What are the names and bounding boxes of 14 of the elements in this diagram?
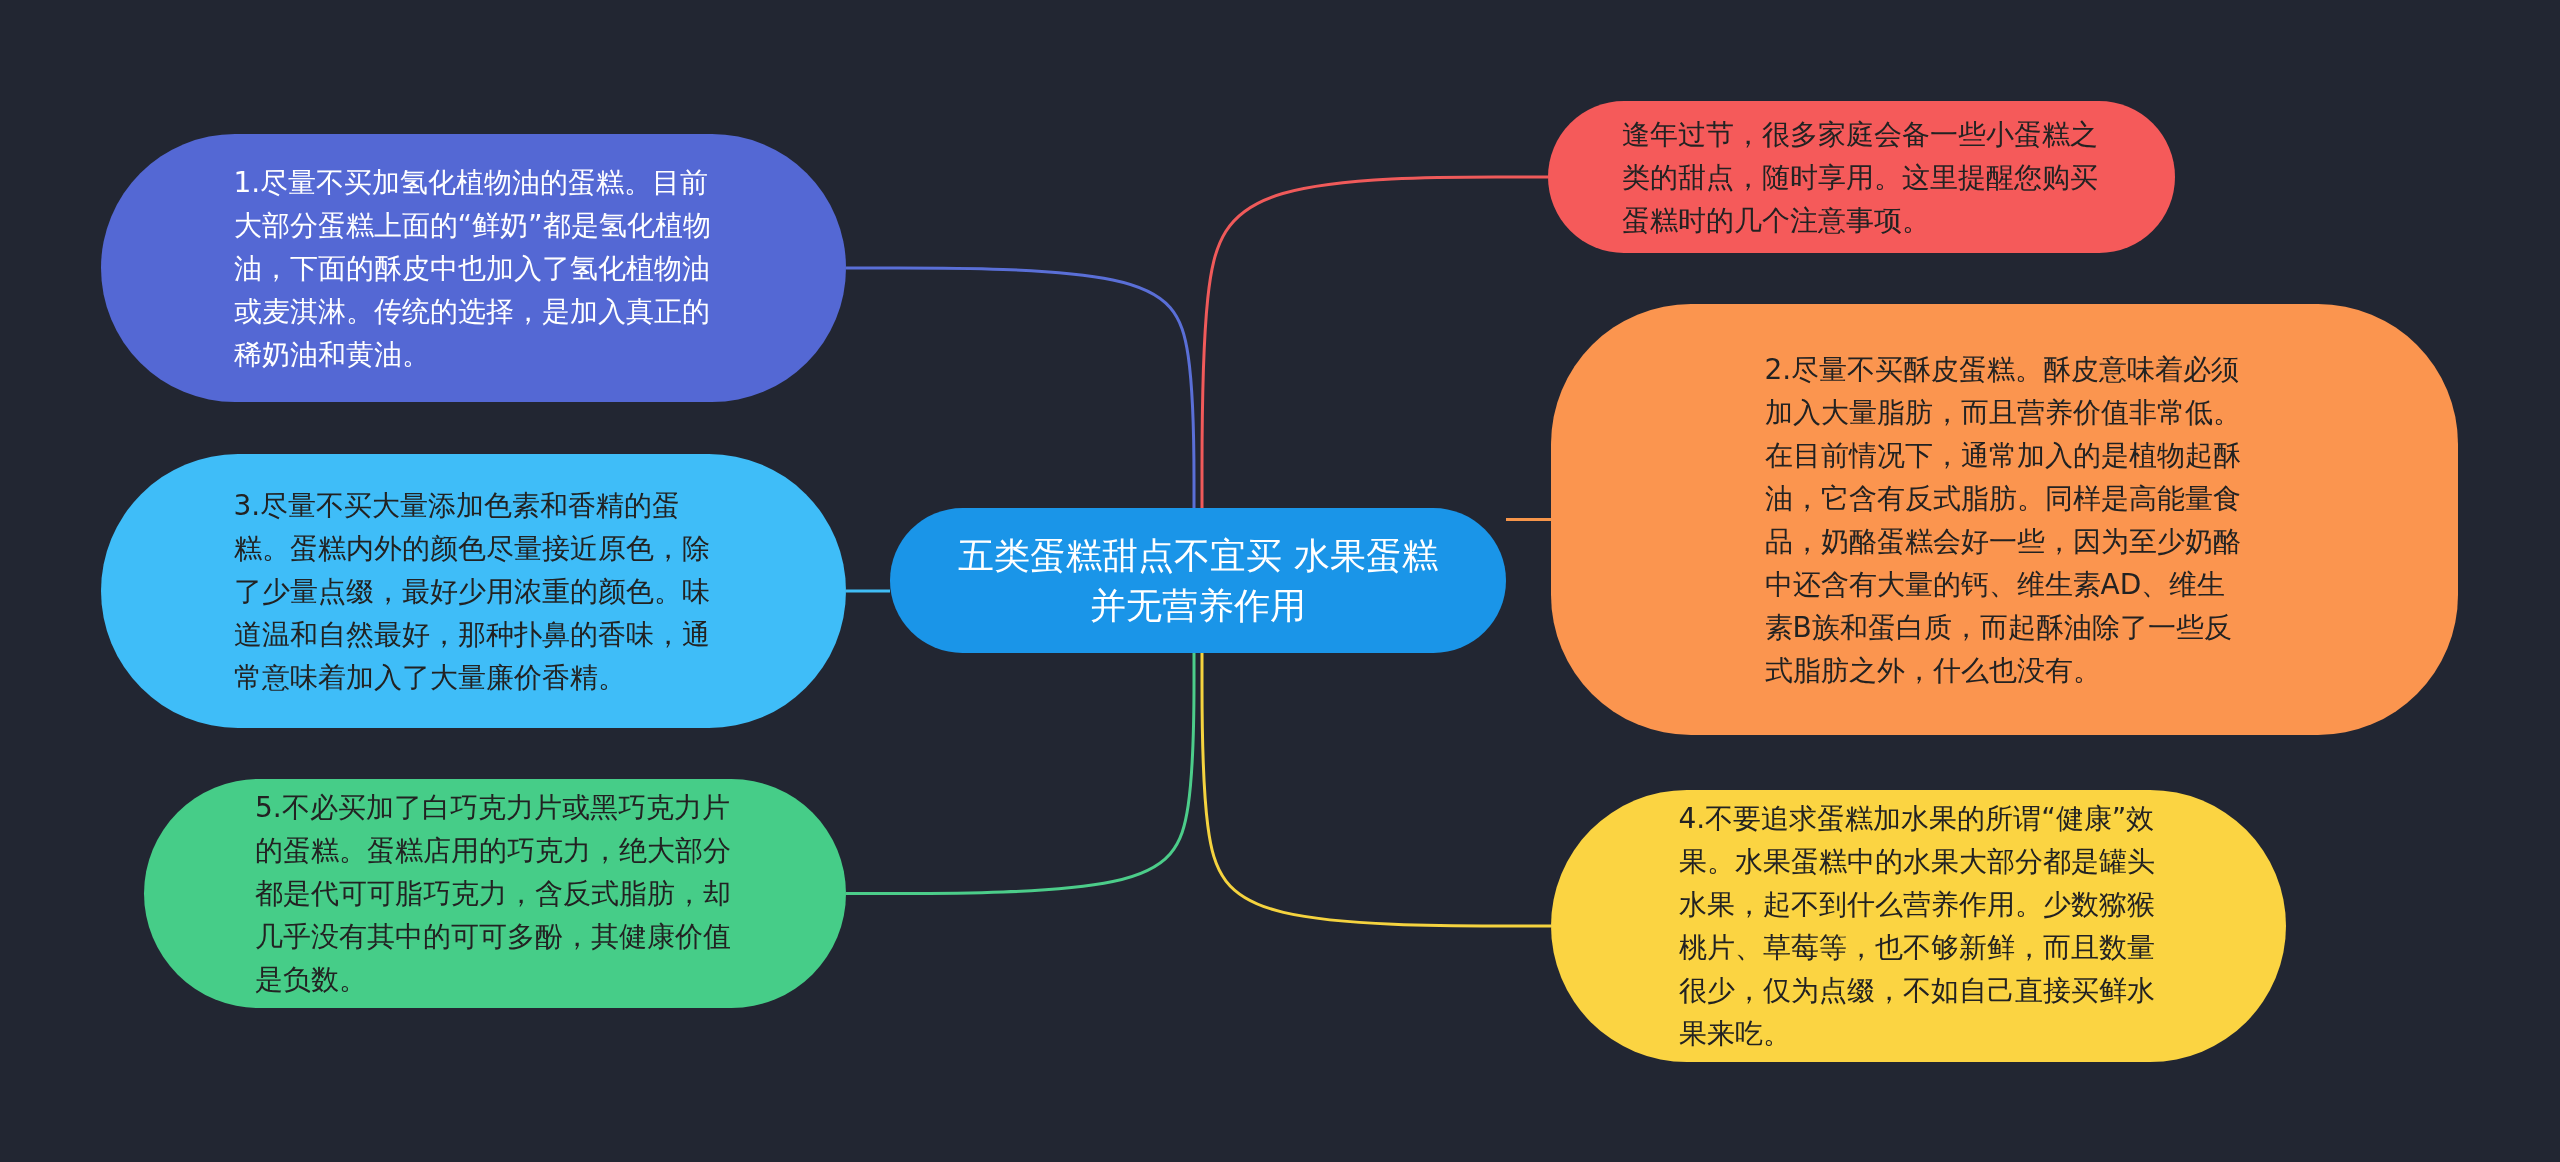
connector-line	[1200, 175, 1548, 508]
connector-line	[846, 266, 1196, 508]
connector-line	[846, 589, 890, 593]
note-text: 3.尽量不买大量添加色素和香精的蛋糕。蛋糕内外的颜色尽量接近原色，除了少量点缀，最好少用浓重的颜色。味道温和自然最好，那种扑鼻的香味，通常意味着加入了大量廉价香精。	[233, 487, 711, 696]
note-text: 1.尽量不买加氢化植物油的蛋糕。目前大部分蛋糕上面的“鲜奶”都是氢化植物油，下面的酥皮中也加入了氢化植物油或麦淇淋。传统的选择，是加入真正的稀奶油和黄油。	[233, 164, 712, 373]
connector-line	[846, 653, 1196, 895]
connector-line	[1506, 518, 1551, 521]
note-text: 逢年过节，很多家庭会备一些小蛋糕之类的甜点，随时享用。这里提醒您购买蛋糕时的几个注意事项。	[1621, 116, 2099, 239]
note-text: 5.不必买加了白巧克力片或黑巧克力片的蛋糕。蛋糕店用的巧克力，绝大部分都是代可可脂巧克力，含反式脂肪，却几乎没有其中的可可多酚，其健康价值是负数。	[255, 790, 732, 998]
connector-line	[1200, 653, 1551, 928]
note-pill	[1551, 304, 2458, 735]
note-text: 4.不要追求蛋糕加水果的所谓“健康”效果。水果蛋糕中的水果大部分都是罐头水果，起不到什么营养作用。少数猕猴桃片、草莓等，也不够新鲜，而且数量很少，仅为点缀，不如自己直接买鲜水果来吃。	[1678, 801, 2156, 1052]
note-text: 2.尽量不买酥皮蛋糕。酥皮意味着必须加入大量脂肪，而且营养价值非常低。在目前情况下，通常加入的是植物起酥油，它含有反式脂肪。同样是高能量食品，奶酪蛋糕会好一些，因为至少奶酪中还含有大量的钙、维生素AD、维生素B族和蛋白质，而起酥油除了一些反式脂肪之外，什么也没有。	[1764, 351, 2242, 689]
topic-text: 五类蛋糕甜点不宜买 水果蛋糕并无营养作用	[958, 533, 1438, 628]
